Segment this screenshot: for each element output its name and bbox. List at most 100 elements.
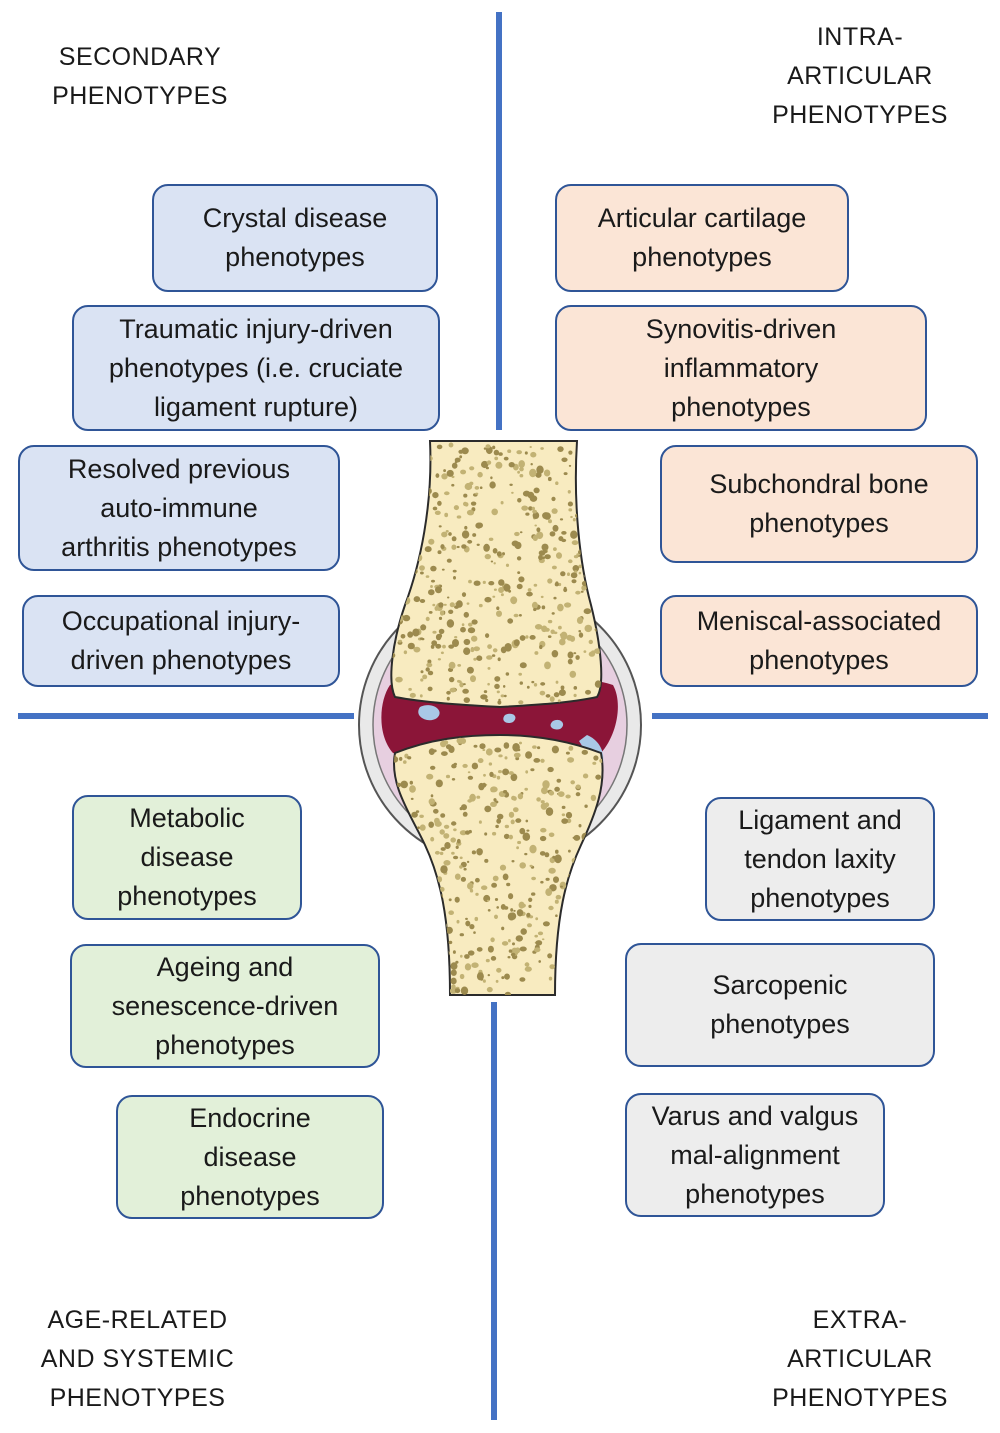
trabecular-pore <box>467 539 473 544</box>
trabecular-pore <box>585 974 592 979</box>
trabecular-pore <box>577 930 580 934</box>
trabecular-pore <box>511 491 514 494</box>
trabecular-pore <box>427 686 433 692</box>
trabecular-pore <box>547 619 553 624</box>
trabecular-pore <box>487 909 491 912</box>
trabecular-pore <box>526 912 531 918</box>
trabecular-pore <box>568 849 571 853</box>
trabecular-pore <box>400 887 408 893</box>
trabecular-pore <box>439 610 445 616</box>
trabecular-pore <box>437 658 441 661</box>
trabecular-pore <box>563 913 567 917</box>
trabecular-pore <box>438 525 442 528</box>
trabecular-pore <box>478 820 482 824</box>
trabecular-pore <box>548 976 553 981</box>
trabecular-pore <box>575 792 581 797</box>
secondary-phenotypes-title: SECONDARY PHENOTYPES <box>52 43 228 110</box>
trabecular-pore <box>455 960 459 964</box>
trabecular-pore <box>581 580 589 587</box>
trabecular-pore <box>490 476 493 480</box>
trabecular-pore <box>395 676 403 683</box>
trabecular-pore <box>551 650 559 658</box>
trabecular-pore <box>398 568 406 576</box>
trabecular-pore <box>513 752 521 758</box>
trabecular-pore <box>407 562 411 565</box>
trabecular-pore <box>530 768 535 772</box>
trabecular-pore <box>392 546 399 551</box>
trabecular-pore <box>444 491 450 496</box>
trabecular-pore <box>541 938 545 941</box>
trabecular-pore <box>395 474 402 481</box>
trabecular-pore <box>578 985 585 991</box>
trabecular-pore <box>525 512 530 516</box>
trabecular-pore <box>570 515 573 519</box>
trabecular-pore <box>492 831 497 836</box>
trabecular-pore <box>570 780 575 785</box>
trabecular-pore <box>507 618 514 624</box>
trabecular-pore <box>590 519 598 527</box>
trabecular-pore <box>425 667 430 672</box>
trabecular-pore <box>527 923 532 928</box>
trabecular-pore <box>476 972 484 981</box>
trabecular-pore <box>491 654 496 657</box>
trabecular-pore <box>451 483 455 487</box>
trabecular-pore <box>536 531 544 539</box>
trabecular-pore <box>599 952 603 958</box>
traumatic-injury-box: Traumatic injury-driven phenotypes (i.e.… <box>72 305 440 431</box>
trabecular-pore <box>440 865 448 874</box>
trabecular-pore <box>407 631 414 638</box>
trabecular-pore <box>554 899 559 904</box>
trabecular-pore <box>422 467 428 472</box>
trabecular-pore <box>400 883 405 887</box>
trabecular-pore <box>509 483 513 486</box>
trabecular-pore <box>444 512 449 518</box>
trabecular-pore <box>548 905 554 911</box>
trabecular-pore <box>482 749 486 751</box>
trabecular-pore <box>413 446 420 452</box>
trabecular-pore <box>496 690 500 694</box>
trabecular-pore <box>568 559 573 564</box>
trabecular-pore <box>582 773 589 779</box>
trabecular-pore <box>434 606 439 611</box>
trabecular-pore <box>464 954 470 959</box>
trabecular-pore <box>430 765 436 770</box>
trabecular-pore <box>488 762 493 766</box>
trabecular-pore <box>554 854 562 864</box>
trabecular-pore <box>490 956 497 961</box>
divider-horizontal-right <box>652 713 988 719</box>
trabecular-pore <box>576 486 580 490</box>
trabecular-pore <box>577 932 582 938</box>
trabecular-pore <box>502 873 509 881</box>
trabecular-pore <box>573 693 577 698</box>
trabecular-pore <box>405 842 414 849</box>
trabecular-pore <box>450 969 457 976</box>
synovial-fluid-speck <box>550 719 564 730</box>
trabecular-pore <box>485 466 489 470</box>
trabecular-pore <box>467 950 475 956</box>
trabecular-pore <box>599 444 602 448</box>
trabecular-pore <box>470 675 476 683</box>
trabecular-pore <box>598 604 602 608</box>
trabecular-pore <box>416 494 421 499</box>
trabecular-pore <box>400 884 406 889</box>
trabecular-pore <box>481 885 488 890</box>
trabecular-pore <box>393 756 399 763</box>
trabecular-pore <box>446 696 450 701</box>
trabecular-pore <box>518 614 522 617</box>
trabecular-pore <box>595 774 602 780</box>
trabecular-pore <box>500 694 505 698</box>
trabecular-pore <box>450 977 457 985</box>
trabecular-pore <box>565 794 571 799</box>
trabecular-pore <box>531 506 535 511</box>
trabecular-pore <box>436 876 443 883</box>
trabecular-pore <box>463 683 466 686</box>
trabecular-pore <box>428 611 433 614</box>
trabecular-pore <box>411 811 418 818</box>
trabecular-pore <box>555 481 559 485</box>
trabecular-pore <box>544 554 551 560</box>
trabecular-pore <box>518 460 525 468</box>
trabecular-pore <box>554 786 560 792</box>
trabecular-pore <box>580 590 584 593</box>
trabecular-pore <box>393 449 401 456</box>
trabecular-pore <box>440 847 446 851</box>
